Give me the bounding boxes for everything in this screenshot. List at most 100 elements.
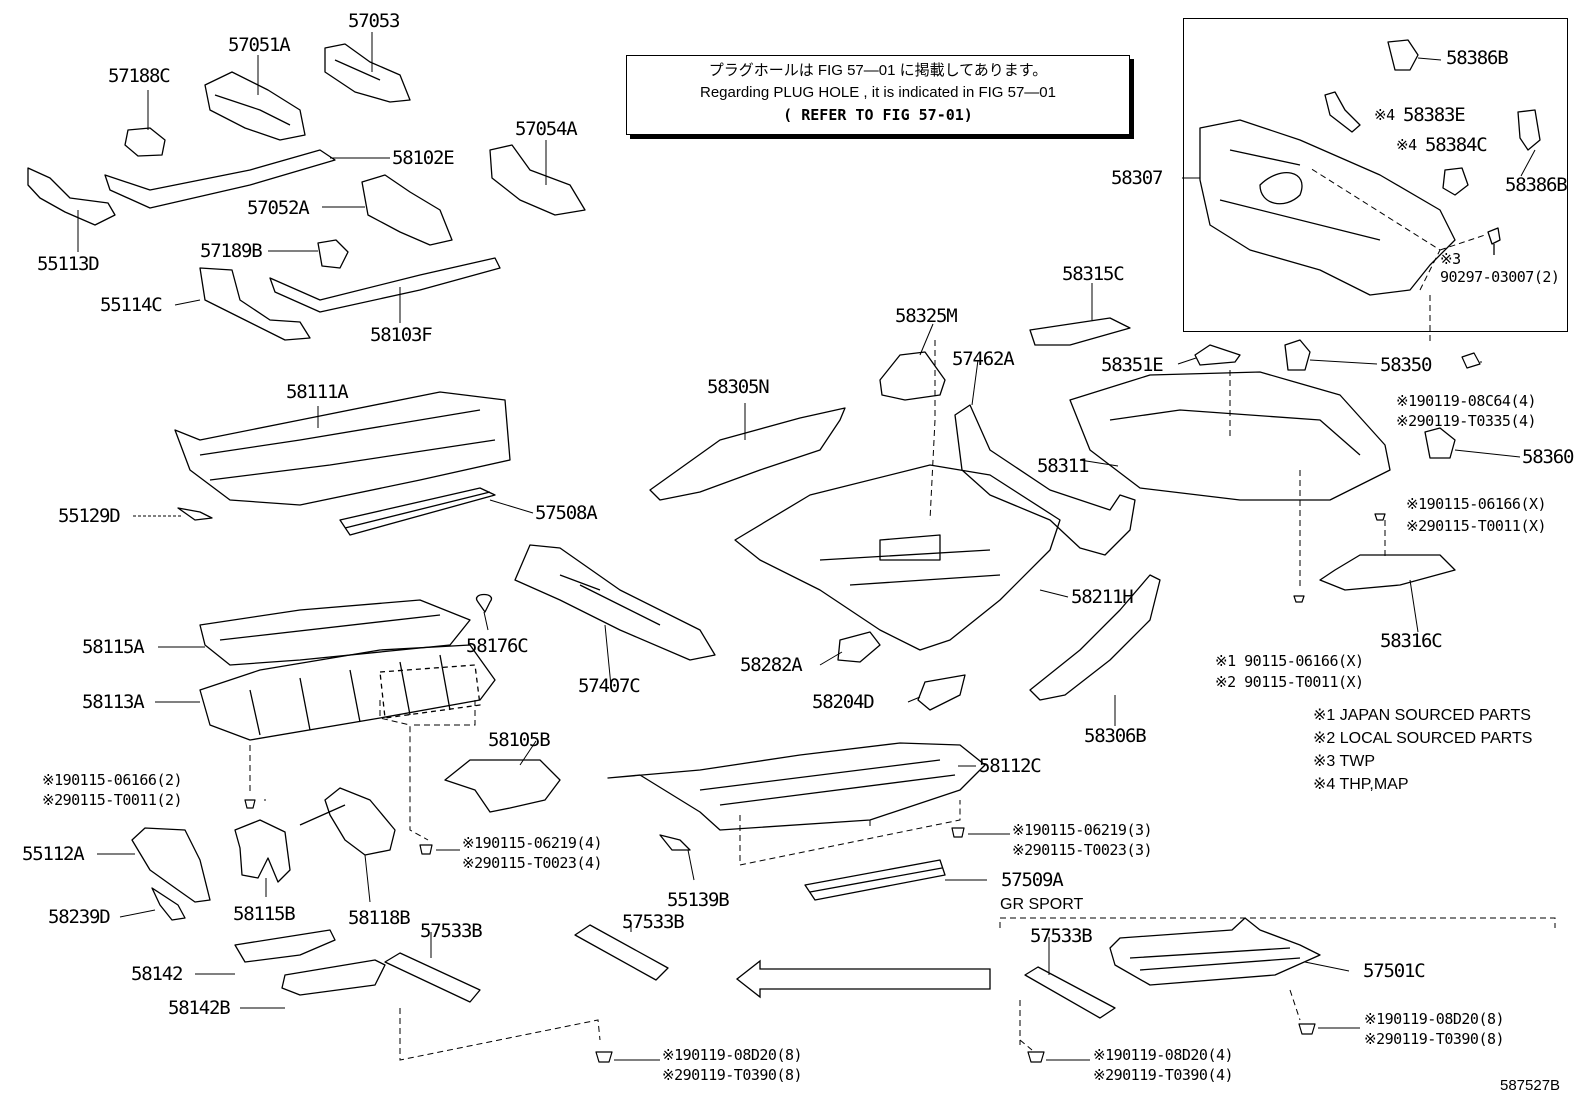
label-55114C[interactable]: 55114C	[100, 294, 163, 316]
label-58142B[interactable]: 58142B	[168, 997, 231, 1019]
part-drawing-58360	[1424, 427, 1456, 459]
part-drawing-57052A	[361, 174, 453, 246]
label-58384C[interactable]: 58384C	[1425, 134, 1488, 156]
bolt-callout-6b[interactable]: ※290119-T0390(8)	[1364, 1030, 1505, 1048]
label-57407C[interactable]: 57407C	[578, 675, 641, 697]
label-55113D[interactable]: 55113D	[37, 253, 100, 275]
bolt-callout-6a[interactable]: ※190119-08D20(8)	[1364, 1010, 1505, 1028]
part-drawing-58325M	[879, 351, 946, 401]
part-drawing-55113D	[27, 167, 116, 226]
label-58204D[interactable]: 58204D	[812, 691, 875, 713]
label-57053[interactable]: 57053	[348, 10, 400, 32]
label-58115A[interactable]: 58115A	[82, 636, 145, 658]
bolt-callout-2b[interactable]: ※290115-T0023(4)	[462, 854, 603, 872]
part-drawing-58383E	[1324, 91, 1361, 133]
bolt-callout-4b[interactable]: ※290119-T0390(8)	[662, 1066, 803, 1084]
label-58311[interactable]: 58311	[1037, 455, 1089, 477]
label-57052A[interactable]: 57052A	[247, 197, 310, 219]
label-55112A[interactable]: 55112A	[22, 843, 85, 865]
notice-line-ref: ( REFER TO FIG 57-01)	[783, 106, 973, 124]
label-57508A[interactable]: 57508A	[535, 502, 598, 524]
bolt-drawing	[244, 352, 1481, 1063]
label-58307[interactable]: 58307	[1111, 167, 1163, 189]
bolt-callout-9a[interactable]: ※1 90115-06166(X)	[1215, 652, 1364, 670]
label-58351E[interactable]: 58351E	[1101, 354, 1164, 376]
label-58103F[interactable]: 58103F	[370, 324, 433, 346]
label-58383E[interactable]: 58383E	[1403, 104, 1466, 126]
bolt-callout-8b[interactable]: ※290115-T0011(X)	[1406, 517, 1547, 535]
bolt-callout-1b[interactable]: ※290115-T0011(2)	[42, 791, 183, 809]
part-drawing-58315C	[1029, 317, 1131, 346]
bolt-callout-4a[interactable]: ※190119-08D20(8)	[662, 1046, 803, 1064]
bolt-callout-9b[interactable]: ※2 90115-T0011(X)	[1215, 673, 1364, 691]
label-58350[interactable]: 58350	[1380, 354, 1432, 376]
legend-item-3: ※3 TWP	[1313, 753, 1376, 770]
label-58118B[interactable]: 58118B	[348, 907, 411, 929]
bolt-callout-8a[interactable]: ※190115-06166(X)	[1406, 495, 1547, 513]
label-58386B-right[interactable]: 58386B	[1505, 174, 1568, 196]
label-58112C[interactable]: 58112C	[979, 755, 1042, 777]
inset-frame	[1183, 18, 1568, 332]
label-58113A[interactable]: 58113A	[82, 691, 145, 713]
part-drawing-58239D	[151, 887, 186, 921]
label-57462A[interactable]: 57462A	[952, 348, 1015, 370]
part-drawing-58103F	[269, 257, 501, 313]
label-57509A[interactable]: 57509A	[1001, 869, 1064, 891]
prefix-note4-a: ※4	[1374, 106, 1395, 124]
part-drawing-58306B	[1029, 574, 1161, 701]
gr-sport-label: GR SPORT	[1000, 896, 1084, 913]
part-drawing-57509A	[804, 859, 946, 901]
label-57533B-right[interactable]: 57533B	[1030, 925, 1093, 947]
label-58142[interactable]: 58142	[131, 963, 183, 985]
notice-line-jp: プラグホールは FIG 57—01 に掲載してあります。	[708, 62, 1048, 79]
bolt-callout-7a[interactable]: ※190119-08C64(4)	[1396, 392, 1537, 410]
label-58239D[interactable]: 58239D	[48, 906, 111, 928]
part-drawing-58386B-b	[1517, 109, 1541, 151]
bolt-callout-2a[interactable]: ※190115-06219(4)	[462, 834, 603, 852]
dashed-lines	[249, 167, 1556, 1061]
label-58305N[interactable]: 58305N	[707, 376, 770, 398]
label-57533B-center[interactable]: 57533B	[622, 911, 685, 933]
label-58316C[interactable]: 58316C	[1380, 630, 1443, 652]
part-drawing-58305N	[649, 407, 846, 501]
label-57188C[interactable]: 57188C	[108, 65, 171, 87]
bolt-callout-5b[interactable]: ※290119-T0390(4)	[1093, 1066, 1234, 1084]
label-58176C[interactable]: 58176C	[466, 635, 529, 657]
label-58360[interactable]: 58360	[1522, 446, 1574, 468]
label-58105B[interactable]: 58105B	[488, 729, 551, 751]
label-90297-03007[interactable]: 90297-03007(2)	[1440, 268, 1560, 286]
prefix-note4-b: ※4	[1396, 136, 1417, 154]
label-58315C[interactable]: 58315C	[1062, 263, 1125, 285]
part-drawing-58311	[1069, 371, 1391, 501]
part-drawing-55139B	[659, 834, 691, 851]
bolt-callout-3b[interactable]: ※290115-T0023(3)	[1012, 841, 1153, 859]
label-58325M[interactable]: 58325M	[895, 305, 958, 327]
label-57533B-left[interactable]: 57533B	[420, 920, 483, 942]
bolt-callout-1a[interactable]: ※190115-06166(2)	[42, 771, 183, 789]
label-57501C[interactable]: 57501C	[1363, 960, 1426, 982]
bolt-callout-7b[interactable]: ※290119-T0335(4)	[1396, 412, 1537, 430]
part-drawing-58102E	[104, 149, 336, 209]
part-drawing-57533B-b	[574, 924, 669, 981]
label-57051A[interactable]: 57051A	[228, 34, 291, 56]
label-55139B[interactable]: 55139B	[667, 889, 730, 911]
label-58102E[interactable]: 58102E	[392, 147, 455, 169]
label-58386B-top[interactable]: 58386B	[1446, 47, 1509, 69]
label-58306B[interactable]: 58306B	[1084, 725, 1147, 747]
part-drawing-55112A	[131, 827, 211, 903]
label-58211H[interactable]: 58211H	[1071, 586, 1134, 608]
part-drawing-58115B	[234, 819, 291, 883]
bolt-callout-3a[interactable]: ※190115-06219(3)	[1012, 821, 1153, 839]
label-57189B[interactable]: 57189B	[200, 240, 263, 262]
part-drawing-58112C	[607, 742, 986, 831]
label-58115B[interactable]: 58115B	[233, 903, 296, 925]
label-55129D[interactable]: 55129D	[58, 505, 121, 527]
plug-hole-notice: プラグホールは FIG 57—01 に掲載してあります。 Regarding P…	[626, 55, 1130, 135]
part-drawing-57533B-a	[384, 952, 481, 1003]
label-58111A[interactable]: 58111A	[286, 381, 349, 403]
label-57054A[interactable]: 57054A	[515, 118, 578, 140]
bolt-callout-5a[interactable]: ※190119-08D20(4)	[1093, 1046, 1234, 1064]
part-drawing-58204D	[917, 674, 966, 711]
prefix-note3: ※3	[1440, 250, 1461, 268]
label-58282A[interactable]: 58282A	[740, 654, 803, 676]
